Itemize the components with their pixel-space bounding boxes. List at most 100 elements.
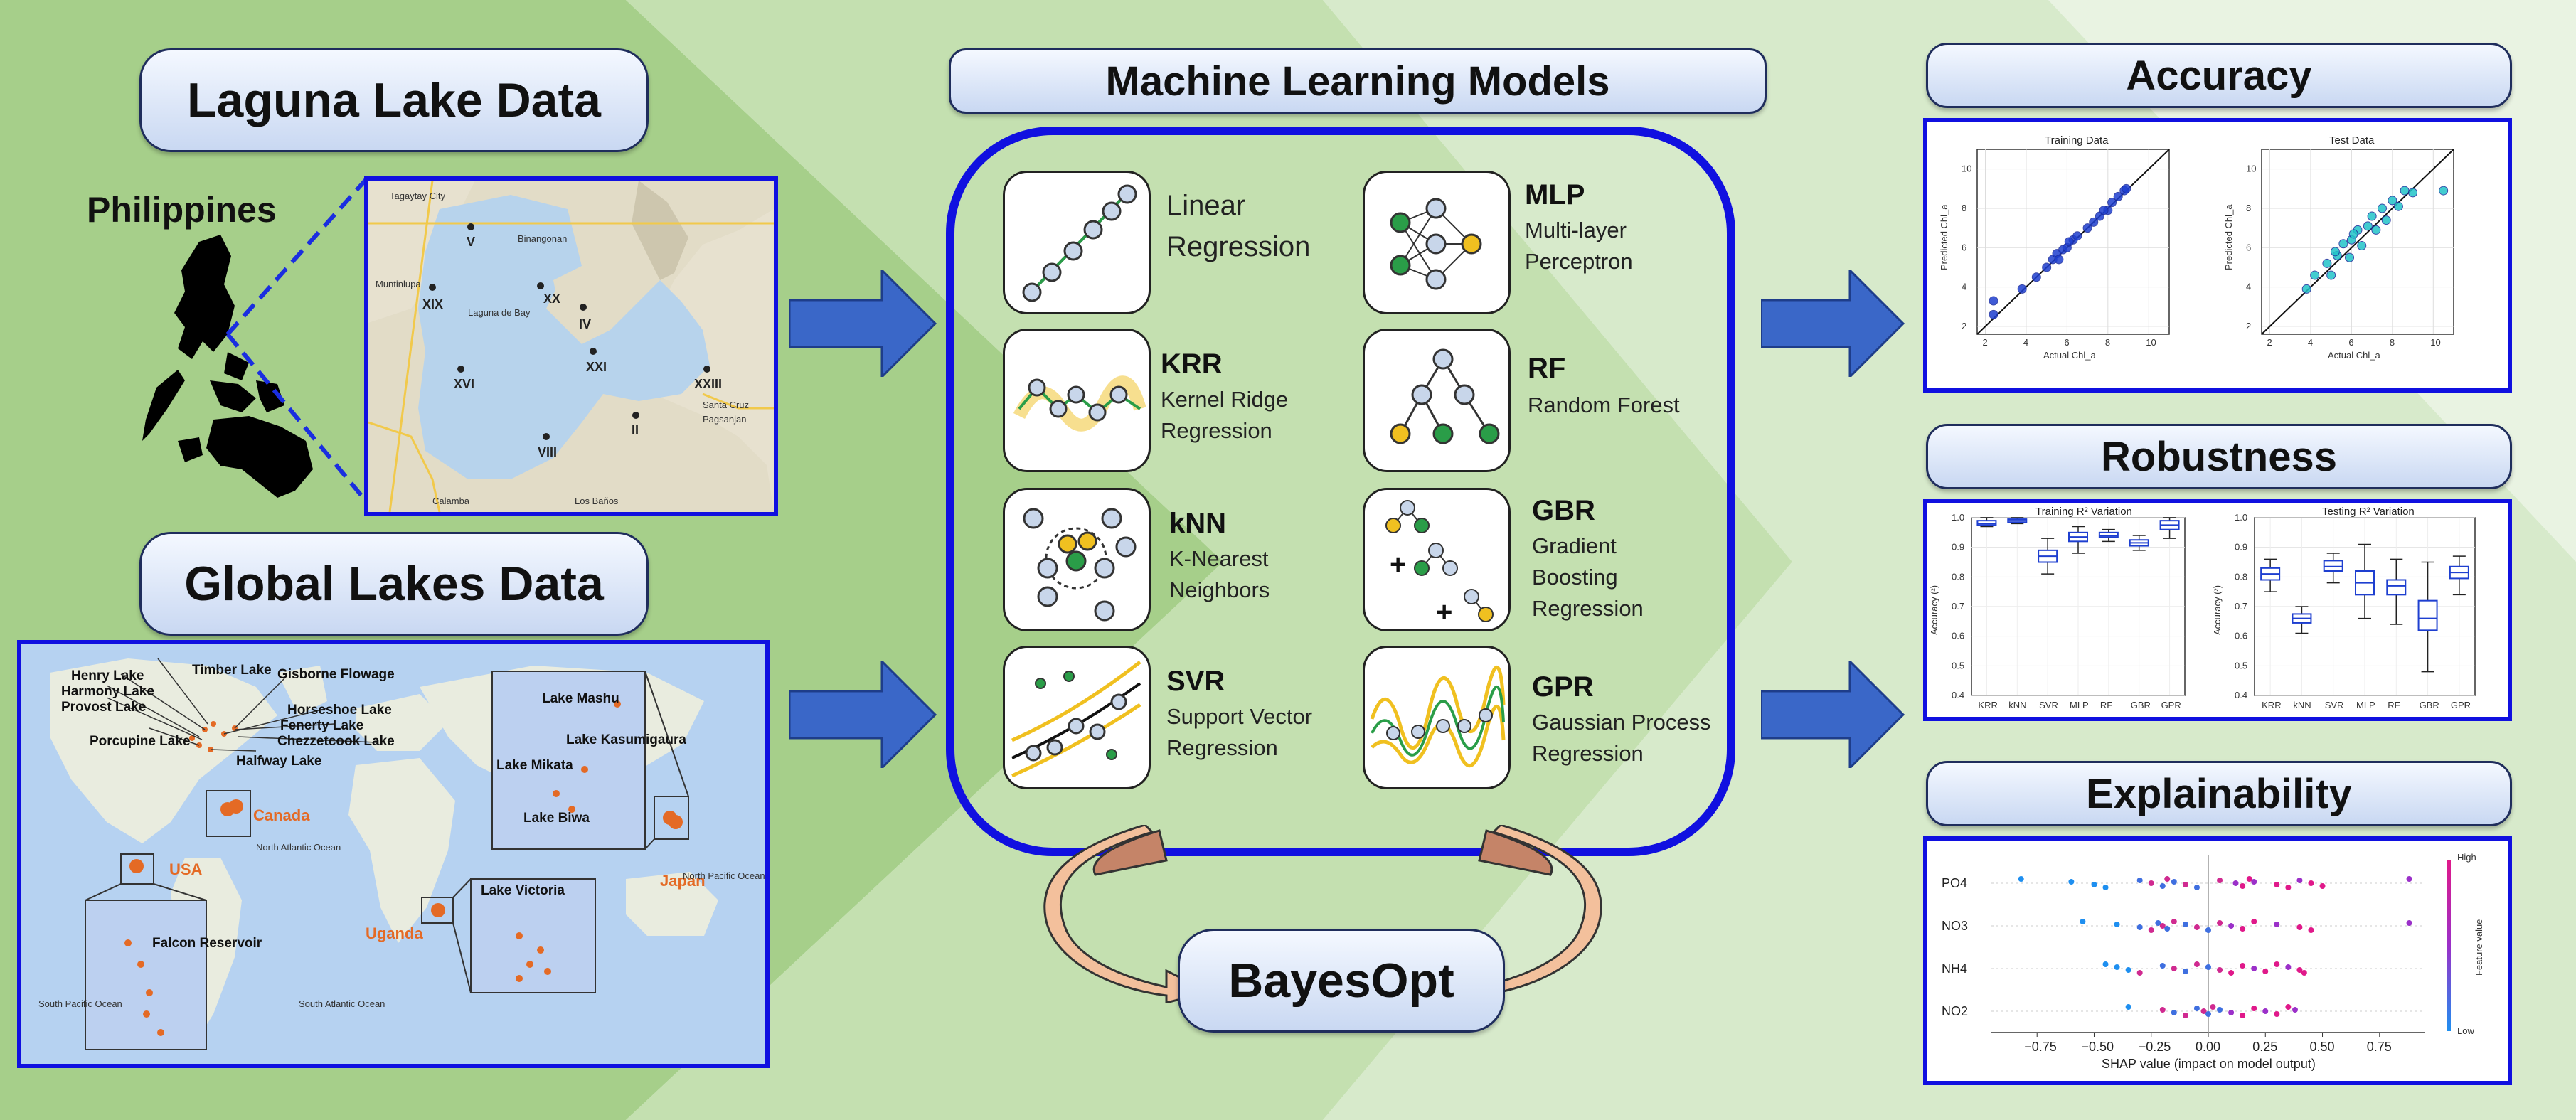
explainability-title: Explainability — [1926, 761, 2512, 826]
lake-label: Chezzetcook Lake — [277, 734, 395, 749]
feature-label: NO2 — [1942, 1004, 1968, 1018]
shap-point — [2274, 961, 2280, 967]
data-point — [2042, 262, 2052, 272]
model-name: K-Nearest Neighbors — [1169, 546, 1270, 602]
shap-point — [2125, 1004, 2131, 1010]
model-name: Random Forest — [1528, 393, 1680, 417]
shap-point — [2193, 924, 2200, 930]
model-name: Kernel Ridge Regression — [1161, 387, 1289, 443]
place-label: Muntinlupa — [376, 279, 421, 289]
colorbar — [2447, 860, 2451, 1031]
arrow-models-to-accuracy — [1761, 270, 1905, 377]
box — [2417, 599, 2438, 631]
x-axis-label: SHAP value (impact on model output) — [2102, 1057, 2316, 1071]
data-point — [2054, 255, 2064, 265]
shap-point — [2068, 879, 2075, 885]
gradient-boosting-icon: ++ — [1363, 488, 1511, 631]
country-label: Uganda — [366, 924, 423, 942]
lake-label: Gisborne Flowage — [277, 667, 395, 682]
x-tick-label: SVR — [2325, 700, 2344, 710]
shap-point — [2102, 961, 2109, 967]
shap-point — [2217, 878, 2223, 883]
y-tick-label: 0.4 — [2235, 690, 2247, 700]
x-tick-label: MLP — [2356, 700, 2375, 710]
station-label: VIII — [538, 445, 557, 459]
shap-point — [2205, 927, 2211, 933]
box — [2386, 579, 2407, 596]
data-point — [2064, 237, 2074, 247]
svr-icon — [1003, 646, 1151, 789]
x-tick-label: 8 — [2105, 337, 2110, 348]
shap-point — [2193, 961, 2200, 967]
svg-text:+: + — [1436, 597, 1452, 628]
shap-point — [2240, 963, 2246, 969]
shap-point — [2148, 927, 2154, 933]
identity-line — [2261, 149, 2454, 335]
shap-point — [2102, 885, 2109, 890]
place-label: Los Baños — [575, 496, 619, 506]
lake-label: Henry Lake — [71, 668, 144, 683]
country-label: USA — [169, 860, 203, 878]
shap-point — [2171, 1010, 2177, 1015]
model-name: Multi-layer Perceptron — [1525, 218, 1633, 274]
shap-point — [2274, 922, 2280, 927]
shap-point — [2114, 922, 2120, 927]
shap-point — [2164, 926, 2171, 932]
data-point — [2301, 284, 2311, 294]
laguna-lake-data-title: Laguna Lake Data — [139, 48, 649, 152]
y-tick-label: 0.4 — [1952, 690, 1964, 700]
data-point — [2381, 215, 2391, 225]
y-tick-label: 10 — [2246, 164, 2256, 174]
data-point — [2408, 188, 2418, 198]
data-point — [2363, 221, 2373, 231]
shap-point — [2200, 1008, 2207, 1014]
shap-point — [2232, 880, 2239, 886]
lake-label: Lake Biwa — [523, 811, 590, 826]
shap-point — [2285, 964, 2292, 970]
model-abbr: GBR — [1532, 495, 1595, 526]
x-tick-label: RF — [2100, 700, 2112, 710]
shap-point — [2251, 879, 2257, 885]
x-tick-label: 4 — [2308, 337, 2313, 348]
y-tick-label: 4 — [2246, 282, 2251, 292]
y-tick-label: 0.9 — [2235, 542, 2247, 553]
ocean-label: North Pacific Ocean — [683, 870, 765, 881]
mlp-icon — [1363, 171, 1511, 314]
shap-point — [2296, 878, 2303, 883]
shap-point — [2136, 970, 2143, 976]
data-point — [2072, 231, 2082, 241]
model-abbr: RF — [1528, 353, 1566, 384]
data-point — [2388, 196, 2397, 206]
x-tick-label: 6 — [2064, 337, 2069, 348]
y-tick-label: 4 — [1962, 282, 1966, 292]
x-tick-label: SVR — [2039, 700, 2058, 710]
y-tick-label: 1.0 — [2235, 512, 2247, 523]
model-name: Gradient Boosting Regression — [1532, 533, 1644, 621]
y-tick-label: 2 — [2246, 321, 2251, 331]
chart-title: Training R² Variation — [2035, 506, 2132, 518]
data-point — [2393, 201, 2403, 211]
x-tick-label: kNN — [2293, 700, 2311, 710]
data-point — [2345, 252, 2355, 262]
box — [1976, 520, 1997, 526]
x-tick-label: 6 — [2348, 337, 2353, 348]
shap-point — [2251, 919, 2257, 924]
y-tick-label: 0.9 — [1952, 542, 1964, 553]
shap-point — [2292, 1007, 2298, 1013]
shap-point — [2080, 919, 2086, 924]
shap-point — [2136, 878, 2143, 883]
arrow-global-to-models — [789, 661, 937, 768]
data-point — [2338, 239, 2348, 249]
x-tick-label: KRR — [2262, 700, 2281, 710]
data-point — [2310, 270, 2320, 280]
colorbar-low-label: Low — [2457, 1025, 2474, 1036]
model-abbr: GPR — [1532, 671, 1594, 703]
x-axis-label: Actual Chl_a — [2328, 350, 2380, 361]
shap-point — [2159, 1007, 2166, 1013]
shap-point — [2228, 970, 2235, 976]
ocean-label: South Atlantic Ocean — [299, 998, 385, 1009]
lake-label: Porcupine Lake — [90, 734, 191, 749]
y-tick-label: 0.7 — [1952, 601, 1964, 612]
colorbar-high-label: High — [2457, 852, 2476, 863]
svg-text:+: + — [1390, 549, 1406, 580]
